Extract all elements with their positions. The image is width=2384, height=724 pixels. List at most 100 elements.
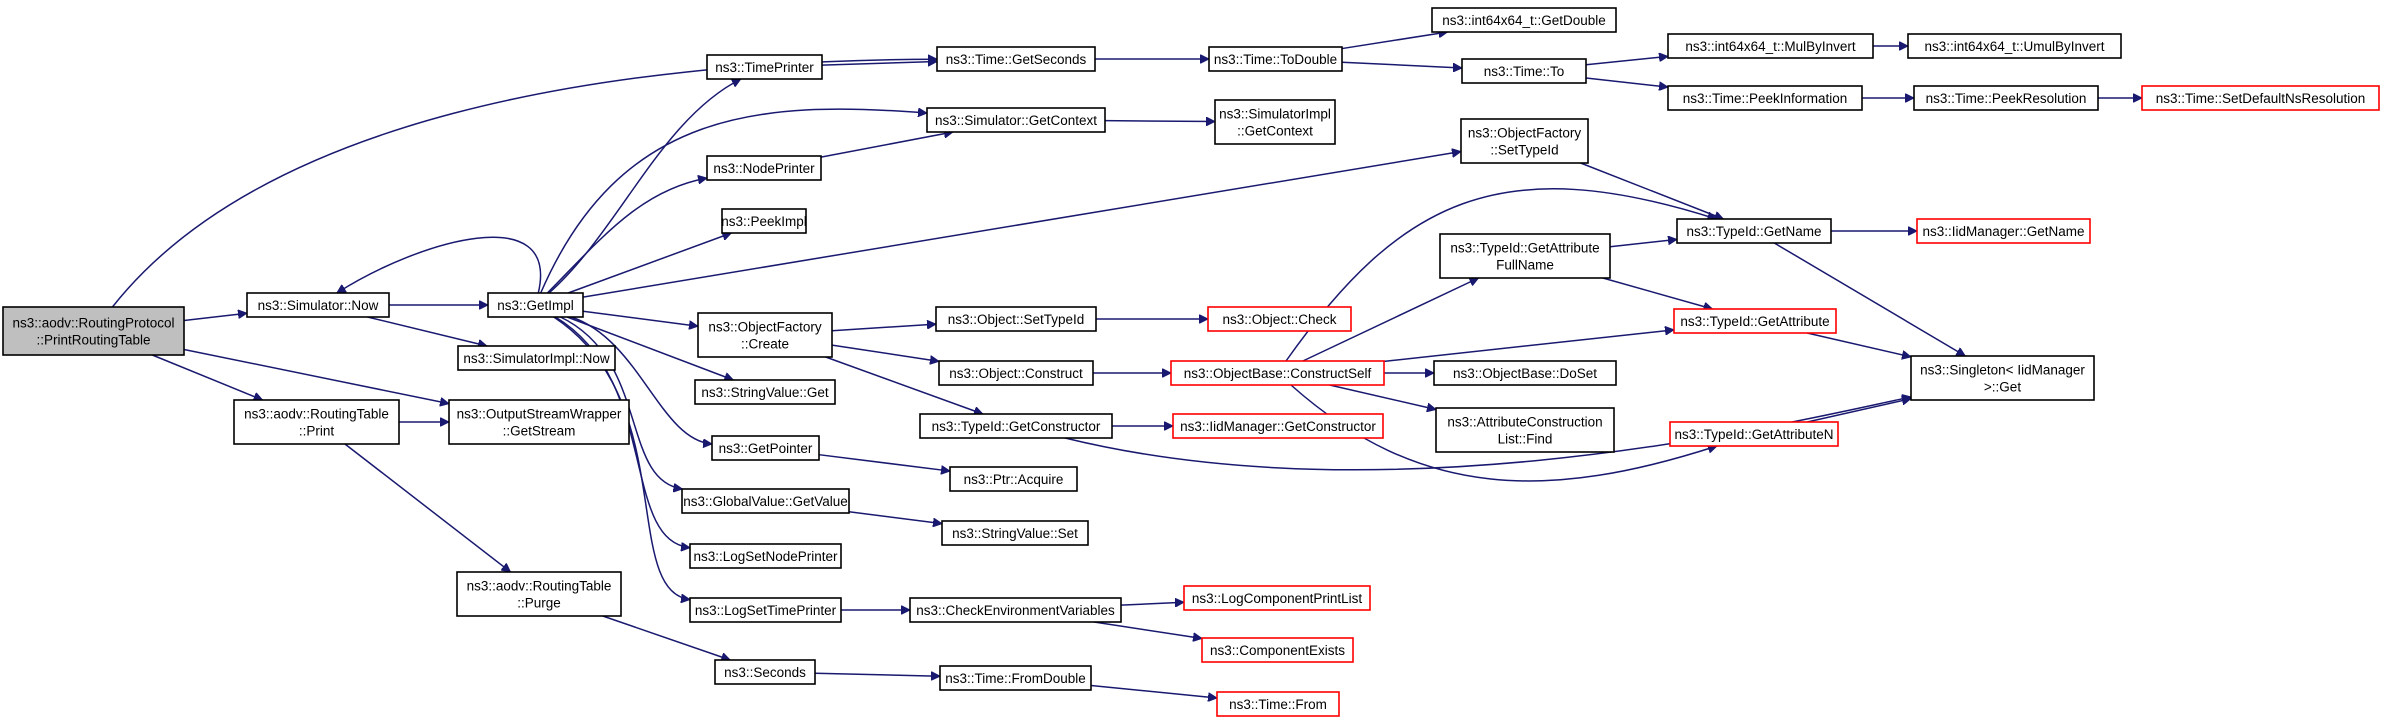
- node-obDoSet[interactable]: ns3::ObjectBase::DoSet: [1433, 360, 1617, 386]
- node-timeSetDefaultNsRes[interactable]: ns3::Time::SetDefaultNsResolution: [2141, 85, 2380, 111]
- node-tidGetName[interactable]: ns3::TypeId::GetName: [1676, 218, 1832, 244]
- node-rtPurge[interactable]: ns3::aodv::RoutingTable::Purge: [456, 571, 622, 617]
- node-box: [1172, 413, 1384, 439]
- node-box: [1461, 58, 1587, 84]
- node-int64MulByInvert[interactable]: ns3::int64x64_t::MulByInvert: [1667, 33, 1874, 59]
- node-label: ns3::Seconds: [724, 665, 806, 680]
- node-box: [2141, 85, 2380, 111]
- node-logCompPrintList[interactable]: ns3::LogComponentPrintList: [1183, 585, 1371, 611]
- node-simNow[interactable]: ns3::Simulator::Now: [246, 292, 390, 318]
- node-label: ::Create: [741, 337, 789, 352]
- node-svSet[interactable]: ns3::StringValue::Set: [941, 520, 1089, 546]
- node-rtPrint[interactable]: ns3::aodv::RoutingTable::Print: [233, 399, 400, 445]
- node-ofSetTypeId[interactable]: ns3::ObjectFactory::SetTypeId: [1460, 118, 1589, 164]
- node-int64UmulByInvert[interactable]: ns3::int64x64_t::UmulByInvert: [1907, 33, 2122, 59]
- node-obConstructSelf[interactable]: ns3::ObjectBase::ConstructSelf: [1170, 360, 1385, 386]
- node-simImplNow[interactable]: ns3::SimulatorImpl::Now: [457, 345, 616, 371]
- node-simImplGetContext[interactable]: ns3::SimulatorImpl::GetContext: [1214, 99, 1336, 145]
- node-logSetTimePrinter[interactable]: ns3::LogSetTimePrinter: [689, 597, 842, 623]
- node-objCheck[interactable]: ns3::Object::Check: [1207, 306, 1352, 332]
- call-edge-ofCreate-to-objConstruct: [831, 344, 939, 361]
- node-iidGetName[interactable]: ns3::IidManager::GetName: [1916, 218, 2091, 244]
- node-ptrAcquire[interactable]: ns3::Ptr::Acquire: [949, 466, 1078, 492]
- node-objConstruct[interactable]: ns3::Object::Construct: [938, 360, 1094, 386]
- node-box: [694, 379, 836, 405]
- call-edge-root-to-rtPrint: [152, 354, 262, 400]
- node-int64GetDouble[interactable]: ns3::int64x64_t::GetDouble: [1431, 7, 1617, 33]
- node-label: ::PrintRoutingTable: [36, 333, 150, 348]
- node-box: [448, 399, 630, 445]
- node-timeTo[interactable]: ns3::Time::To: [1461, 58, 1587, 84]
- node-timePeekResolution[interactable]: ns3::Time::PeekResolution: [1913, 85, 2099, 111]
- node-tidGetAttributeN[interactable]: ns3::TypeId::GetAttributeN: [1669, 421, 1839, 447]
- call-edge-tidGetAttrFullName-to-tidGetName: [1609, 239, 1677, 248]
- node-svGet[interactable]: ns3::StringValue::Get: [694, 379, 836, 405]
- node-gvGetValue[interactable]: ns3::GlobalValue::GetValue: [681, 488, 850, 514]
- node-iidGetConstructor[interactable]: ns3::IidManager::GetConstructor: [1172, 413, 1384, 439]
- node-simGetContext[interactable]: ns3::Simulator::GetContext: [926, 107, 1106, 133]
- node-box: [939, 665, 1092, 691]
- node-label: ns3::SimulatorImpl: [1219, 107, 1331, 122]
- node-label: ns3::int64x64_t::MulByInvert: [1685, 39, 1856, 54]
- call-edge-timeToDouble-to-timeTo: [1341, 61, 1462, 68]
- node-singletonGet[interactable]: ns3::Singleton< IidManager >::Get: [1910, 355, 2095, 401]
- call-edge-getPointer-to-ptrAcquire: [818, 453, 950, 471]
- node-tidGetConstructor[interactable]: ns3::TypeId::GetConstructor: [919, 413, 1113, 439]
- call-edge-timeTo-to-timePeekInfo: [1585, 77, 1668, 87]
- node-box: [1214, 99, 1336, 145]
- call-edge-ofCreate-to-objSetTypeId: [831, 324, 936, 332]
- node-timeGetSeconds[interactable]: ns3::Time::GetSeconds: [936, 46, 1096, 72]
- node-label: ns3::TypeId::GetConstructor: [932, 419, 1101, 434]
- node-label: ns3::Ptr::Acquire: [964, 472, 1064, 487]
- node-label: ns3::GetPointer: [719, 441, 813, 456]
- call-edge-checkEnv-to-logCompPrintList: [1120, 602, 1184, 605]
- node-box: [711, 435, 820, 461]
- node-root[interactable]: ns3::aodv::RoutingProtocol::PrintRouting…: [2, 306, 185, 356]
- node-getImpl[interactable]: ns3::GetImpl: [487, 292, 584, 318]
- node-checkEnv[interactable]: ns3::CheckEnvironmentVariables: [909, 597, 1122, 623]
- node-timePeekInfo[interactable]: ns3::Time::PeekInformation: [1667, 85, 1863, 111]
- call-edge-root-to-simNow: [183, 313, 247, 322]
- call-edge-getImpl-to-simNow: [337, 236, 542, 294]
- node-box: [1669, 421, 1839, 447]
- node-oswGetStream[interactable]: ns3::OutputStreamWrapper::GetStream: [448, 399, 630, 445]
- call-edge-seconds-to-timeFromDouble: [814, 673, 940, 676]
- node-box: [706, 54, 823, 80]
- node-box: [714, 659, 816, 685]
- node-ofCreate[interactable]: ns3::ObjectFactory::Create: [697, 312, 833, 358]
- node-timeToDouble[interactable]: ns3::Time::ToDouble: [1208, 46, 1343, 72]
- node-label: ns3::NodePrinter: [713, 161, 815, 176]
- call-edge-getImpl-to-peekImpl: [567, 233, 731, 294]
- call-edge-getImpl-to-gvGetValue: [560, 316, 682, 489]
- node-tidGetAttribute[interactable]: ns3::TypeId::GetAttribute: [1673, 308, 1837, 334]
- node-box: [1667, 85, 1863, 111]
- node-box: [1676, 218, 1832, 244]
- node-label: ns3::Simulator::Now: [258, 298, 379, 313]
- call-edge-getImpl-to-simGetContext: [540, 109, 927, 294]
- node-label: ns3::TimePrinter: [715, 60, 814, 75]
- node-timeFromDouble[interactable]: ns3::Time::FromDouble: [939, 665, 1092, 691]
- node-label: ns3::ObjectBase::ConstructSelf: [1184, 366, 1372, 381]
- node-logSetNodePrinter[interactable]: ns3::LogSetNodePrinter: [689, 543, 842, 569]
- node-timePrinter[interactable]: ns3::TimePrinter: [706, 54, 823, 80]
- node-box: [456, 571, 622, 617]
- node-peekImpl[interactable]: ns3::PeekImpl: [721, 208, 807, 234]
- node-label: ns3::ObjectBase::DoSet: [1453, 366, 1597, 381]
- node-timeFrom[interactable]: ns3::Time::From: [1216, 691, 1340, 717]
- node-nodePrinter[interactable]: ns3::NodePrinter: [706, 155, 822, 181]
- node-seconds[interactable]: ns3::Seconds: [714, 659, 816, 685]
- node-box: [1907, 33, 2122, 59]
- node-objSetTypeId[interactable]: ns3::Object::SetTypeId: [935, 306, 1097, 332]
- node-label: ::GetStream: [503, 424, 576, 439]
- node-getPointer[interactable]: ns3::GetPointer: [711, 435, 820, 461]
- call-edge-rtPurge-to-seconds: [602, 615, 730, 660]
- node-label: ns3::LogSetNodePrinter: [693, 549, 838, 564]
- node-box: [697, 312, 833, 358]
- node-label: ns3::Time::GetSeconds: [946, 52, 1087, 67]
- node-box: [1460, 118, 1589, 164]
- node-box: [706, 155, 822, 181]
- node-componentExists[interactable]: ns3::ComponentExists: [1201, 637, 1354, 663]
- node-label: ::GetContext: [1237, 124, 1313, 139]
